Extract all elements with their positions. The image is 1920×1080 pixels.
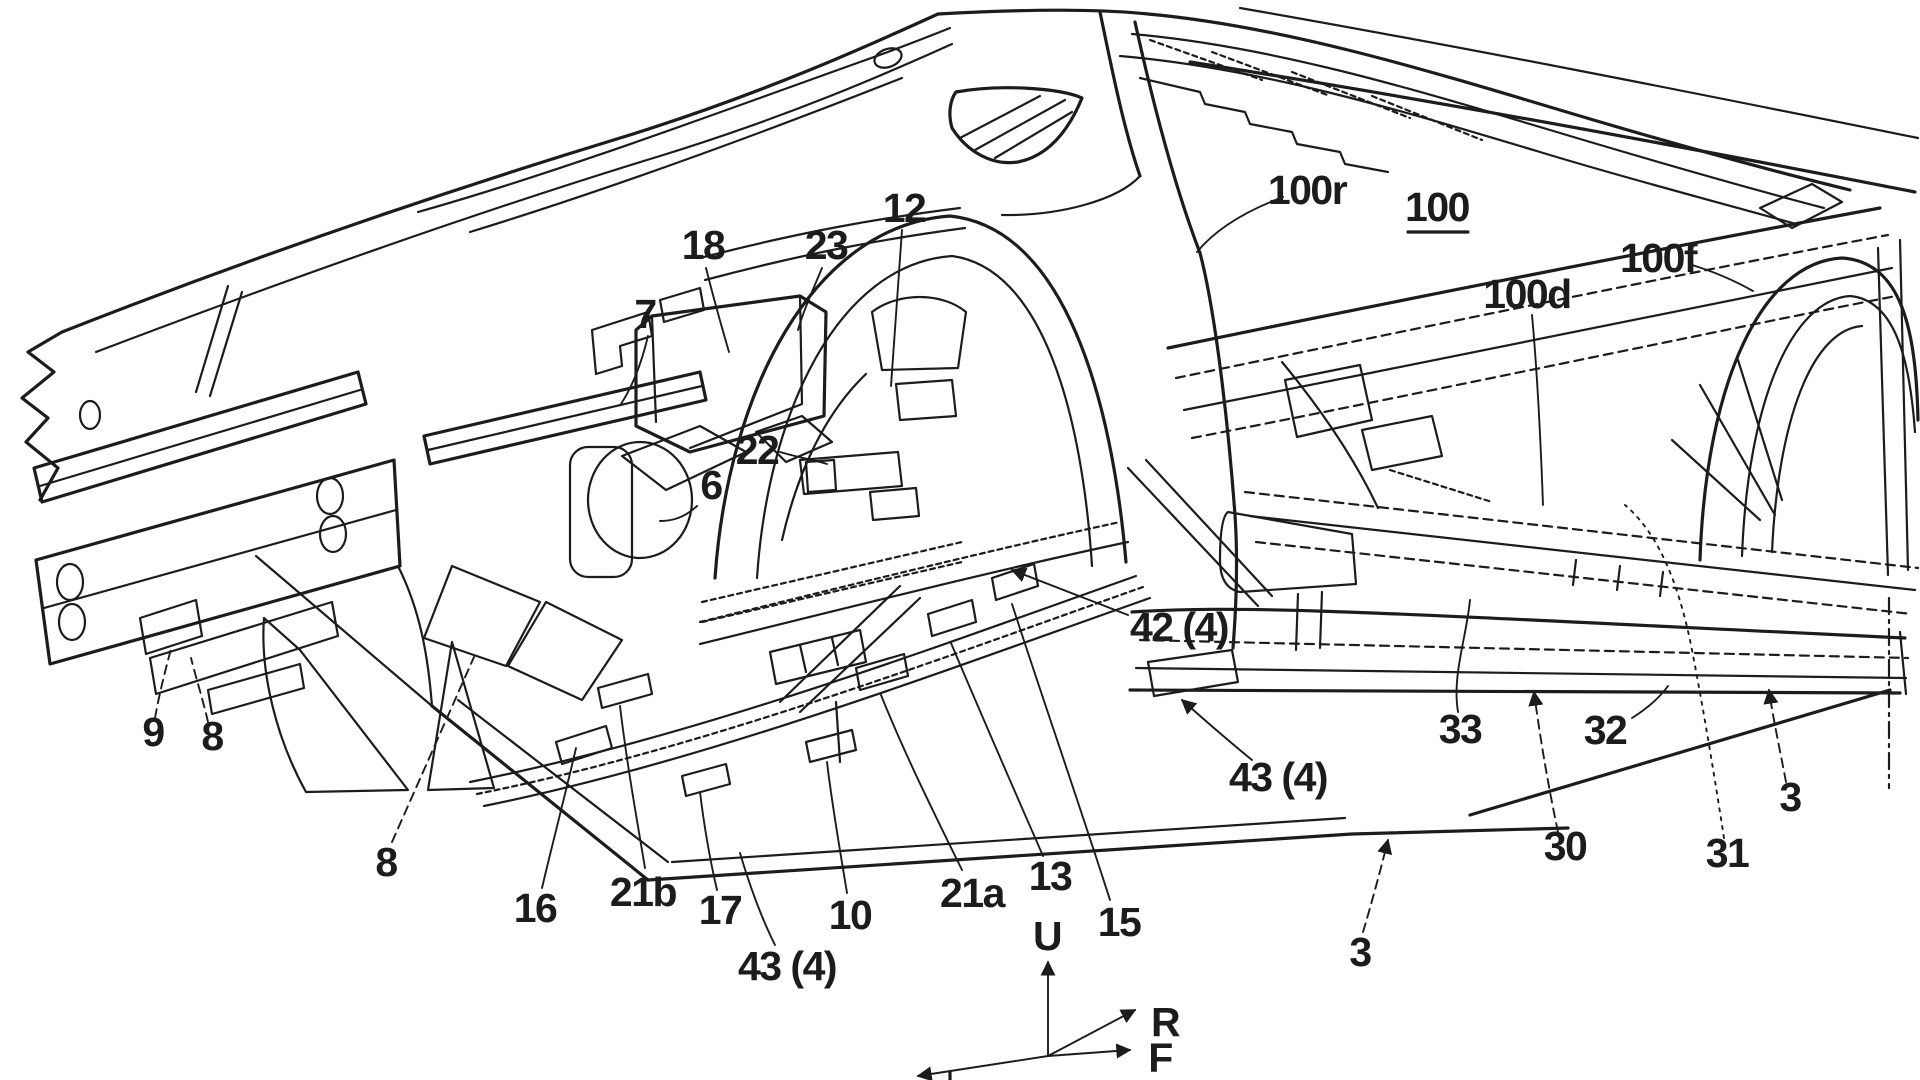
- leader-42-4: [1010, 567, 1129, 616]
- ref-label-16: 16: [514, 885, 557, 931]
- leader-30: [1528, 690, 1559, 833]
- leader-8-left: [190, 657, 209, 723]
- rear-bumper-and-end-panel: [32, 284, 434, 716]
- axis-label-r: R: [1151, 999, 1180, 1045]
- ref-label-33: 33: [1439, 706, 1482, 752]
- ref-label-17: 17: [699, 887, 742, 933]
- ref-label-43-4-right: 43 (4): [1229, 754, 1327, 800]
- leader-18: [705, 267, 730, 353]
- quarter-window-and-pillar: [873, 10, 1239, 650]
- ref-label-6: 6: [700, 462, 722, 508]
- axis-left-arrow: [916, 1055, 1049, 1080]
- roof-side-rail-band: [1118, 12, 1852, 226]
- leader-43-4-bottom: [739, 852, 776, 946]
- ref-label-12: 12: [883, 185, 926, 231]
- ref-label-43-4-bottom: 43 (4): [738, 943, 836, 989]
- ref-label-18: 18: [682, 222, 725, 268]
- ref-label-100: 100: [1405, 184, 1470, 230]
- front-body-and-beltline: [1166, 6, 1920, 790]
- leader-6: [659, 505, 698, 522]
- ref-label-9: 9: [142, 709, 164, 755]
- ref-label-32: 32: [1584, 707, 1627, 753]
- ref-label-21a: 21a: [940, 870, 1007, 916]
- ref-label-3-bottom: 3: [1349, 929, 1371, 975]
- rear-wheel-arch: [713, 214, 1128, 580]
- ref-label-21b: 21b: [610, 869, 677, 915]
- leader-100f: [1691, 264, 1754, 292]
- leader-100d: [1531, 314, 1544, 506]
- ref-label-3-right: 3: [1779, 774, 1801, 820]
- leader-43-4-right: [1180, 698, 1253, 761]
- leader-31: [1624, 504, 1725, 839]
- leader-33: [1455, 599, 1471, 713]
- axis-right-arrow: [1047, 1009, 1137, 1057]
- leader-8-center: [391, 656, 475, 843]
- ref-label-22: 22: [736, 427, 779, 473]
- ref-label-100d: 100d: [1483, 271, 1570, 317]
- reference-labels: 7 18 23 12 22 6 100r 100 100d 100f 42 (4…: [142, 167, 1803, 1080]
- leader-12: [890, 229, 903, 387]
- axis-forward-arrow: [1047, 1043, 1132, 1059]
- leader-23: [797, 267, 823, 331]
- ref-label-8-center: 8: [375, 839, 397, 885]
- leader-7: [620, 335, 649, 405]
- ref-label-100r: 100r: [1268, 167, 1348, 213]
- axis-indicator: [916, 960, 1137, 1080]
- leader-3-bottom: [1362, 838, 1393, 933]
- ref-label-31: 31: [1706, 830, 1749, 876]
- floor-brackets-and-rails: [262, 414, 1892, 882]
- leader-100r: [1196, 196, 1284, 253]
- ref-label-8-left: 8: [201, 713, 223, 759]
- side-sill-assembly: [1126, 360, 1910, 698]
- leader-10: [826, 761, 848, 894]
- leader-32: [1631, 685, 1669, 719]
- leader-lines: [154, 196, 1787, 946]
- ref-label-100f: 100f: [1620, 235, 1698, 281]
- leader-21a: [880, 694, 963, 871]
- rear-deck-and-roof-lines: [20, 8, 1150, 502]
- leader-21b: [619, 705, 646, 869]
- leader-16: [541, 747, 577, 889]
- leader-3-right: [1763, 688, 1787, 783]
- ref-label-30: 30: [1544, 823, 1587, 869]
- ref-label-15: 15: [1098, 899, 1141, 945]
- ref-label-7: 7: [634, 291, 655, 337]
- ref-label-10: 10: [829, 892, 872, 938]
- axis-label-f: F: [1148, 1035, 1172, 1080]
- leader-9: [154, 644, 173, 719]
- ref-label-23: 23: [805, 222, 848, 268]
- leader-17: [699, 791, 718, 891]
- axis-label-u: U: [1033, 913, 1061, 959]
- ref-label-13: 13: [1029, 853, 1072, 899]
- ref-label-42-4: 42 (4): [1130, 604, 1228, 650]
- leader-13: [950, 642, 1044, 857]
- leader-15: [1011, 603, 1111, 901]
- leader-22: [779, 451, 828, 465]
- cowl-and-upper-rails: [422, 206, 967, 579]
